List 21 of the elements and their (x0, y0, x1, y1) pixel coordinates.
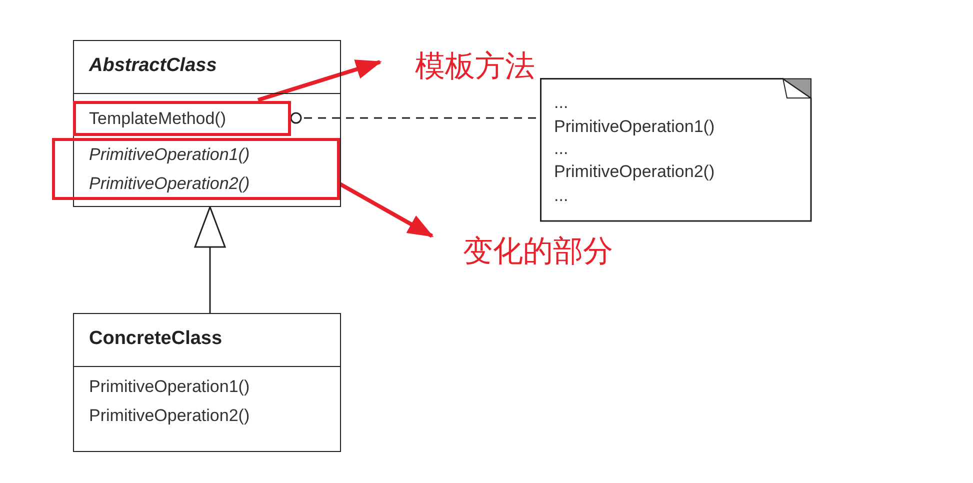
annotation-text: 变化的部分 (463, 234, 613, 270)
annotation-text: 模板方法 (415, 49, 535, 85)
arrow (339, 182, 434, 238)
arrow (257, 60, 382, 102)
note-text: ... (554, 186, 568, 206)
class-name: AbstractClass (89, 56, 217, 76)
class-name: ConcreteClass (89, 329, 222, 349)
note-text: PrimitiveOperation2() (554, 162, 715, 182)
note-text: ... (554, 93, 568, 113)
method-name: PrimitiveOperation1() (89, 145, 250, 165)
class-box (73, 313, 341, 452)
method-name: PrimitiveOperation2() (89, 174, 250, 194)
inheritance-arrow (194, 206, 226, 313)
highlight-box (52, 138, 340, 200)
method-name: PrimitiveOperation2() (89, 406, 250, 426)
note-text: PrimitiveOperation1() (554, 117, 715, 137)
method-name: TemplateMethod() (89, 109, 226, 129)
method-name: PrimitiveOperation1() (89, 377, 250, 397)
class-box (73, 40, 341, 207)
highlight-box (73, 101, 291, 136)
note-text: ... (554, 139, 568, 159)
